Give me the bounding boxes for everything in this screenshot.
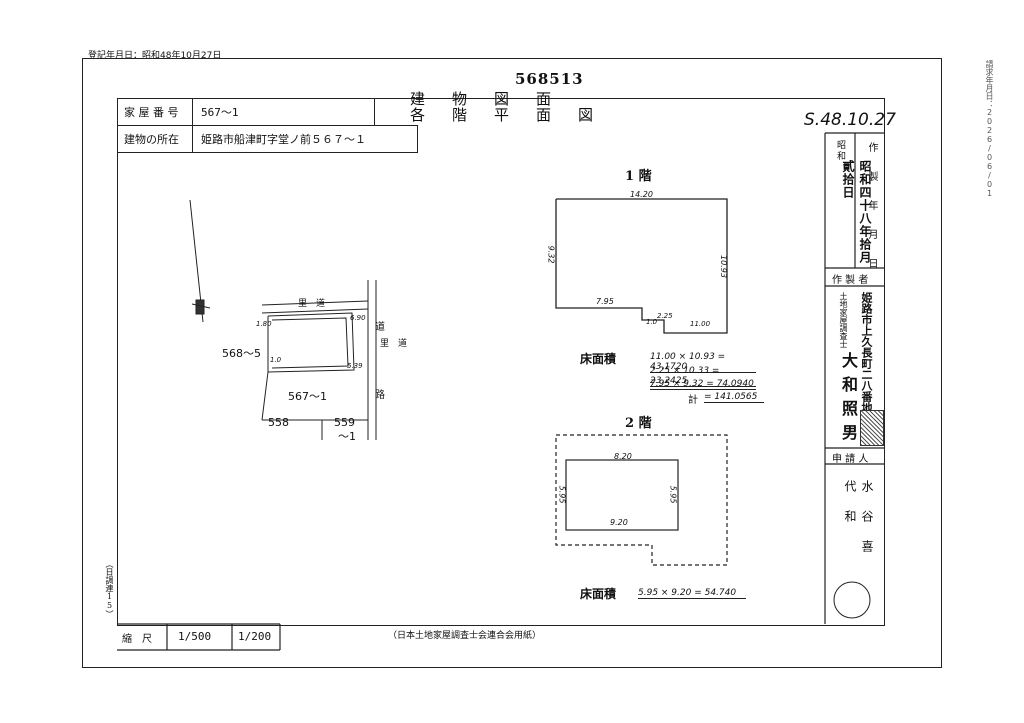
- made-date-label: 作 製 年 月 日: [866, 142, 877, 272]
- scale-floor: 1/200: [238, 630, 272, 643]
- made-date: 昭和四十八年拾月貳拾日: [841, 160, 872, 264]
- floor1-dim-top: 14.20: [630, 190, 653, 199]
- site-dim-b: 1.80: [256, 320, 272, 328]
- floor1-calc-3: 7.95 × 9.32 = 74.0940: [650, 379, 756, 390]
- maker-address: 姫路市上久長町二八番地: [860, 292, 873, 413]
- drawing-frame: [117, 98, 885, 626]
- location-value: 姫路市船津町字堂ノ前５６７～１: [192, 125, 418, 153]
- title-floor-plans: 各 階 平 面 図: [410, 106, 600, 124]
- north-arrow-icon: [189, 199, 211, 323]
- floor1-dim-step3: 11.00: [690, 320, 711, 328]
- title-building-drawing: 建 物 図 面: [410, 90, 558, 108]
- record-date: 登記年月日：昭和48年10月27日: [88, 51, 222, 61]
- era-label: 昭和: [835, 140, 845, 162]
- floor1-outline: [555, 198, 728, 334]
- floor2-dim-left: 5.95: [557, 485, 567, 504]
- floor1-dim-right: 10.93: [718, 255, 728, 278]
- road-right-label-3: 里 道: [380, 339, 408, 349]
- site-dim-d: 1.0: [270, 356, 282, 364]
- request-date-stamp: 請求年月日：2026/06/01: [985, 60, 994, 198]
- site-dim-a: 6.90: [350, 314, 366, 322]
- floor1-total: = 141.0565: [704, 392, 764, 403]
- floor1-dim-bottom: 7.95: [596, 297, 614, 306]
- lot-559-suffix: ～1: [338, 430, 356, 443]
- floor1-dim-step1: 1.0: [646, 318, 658, 326]
- floor2-dim-top: 8.20: [614, 452, 632, 461]
- scale-site: 1/500: [178, 630, 212, 643]
- maker-title: 土地家屋調査士: [839, 292, 848, 348]
- floor2-label: 2 階: [625, 416, 652, 431]
- lot-558: 558: [268, 416, 289, 429]
- handwritten-date: S.48.10.27: [804, 110, 896, 130]
- document-number: 568513: [515, 70, 584, 88]
- floor2-calc: 5.95 × 9.20 = 54.740: [638, 588, 746, 599]
- floor1-area-label: 床面積: [580, 352, 617, 366]
- floor1-dim-left: 9.32: [546, 245, 556, 264]
- floor1-dim-step2: 2.25: [657, 312, 673, 320]
- maker-name: 大和照男: [839, 352, 858, 448]
- maker-label: 作 製 者: [832, 275, 869, 286]
- lot-567-1: 567～1: [288, 390, 327, 403]
- floor1-label: 1 階: [625, 169, 652, 184]
- applicant-name: 水谷喜代和: [843, 480, 874, 570]
- floor2-dim-bottom: 9.20: [610, 518, 628, 527]
- floor2-outline: [555, 434, 728, 566]
- road-right-label-2: 路: [375, 390, 385, 401]
- scale-label: 縮 尺: [122, 634, 152, 645]
- site-map: [261, 280, 377, 440]
- floor1-calc-1: 11.00 × 10.93 = 43.1720: [650, 352, 756, 373]
- floor1-total-label: 計: [688, 395, 698, 406]
- maker-seal-stamp: [860, 410, 884, 446]
- applicant-label: 申 請 人: [832, 454, 869, 465]
- form-code: （日調連15）: [105, 560, 114, 618]
- lot-568-5: 568～5: [222, 347, 261, 360]
- floor1-calc-2: 2.25 × 10.33 = 23.2425: [650, 366, 756, 387]
- road-right-label-1: 道: [375, 322, 385, 333]
- road-top-label: 里 道: [298, 299, 326, 309]
- lot-559: 559: [334, 416, 355, 429]
- site-dim-c: 5.39: [347, 362, 363, 370]
- outer-frame: [82, 58, 942, 668]
- association-note: （日本土地家屋調査士会連合会用紙）: [388, 631, 542, 641]
- floor2-dim-right: 5.95: [668, 485, 678, 504]
- floor2-area-label: 床面積: [580, 587, 617, 601]
